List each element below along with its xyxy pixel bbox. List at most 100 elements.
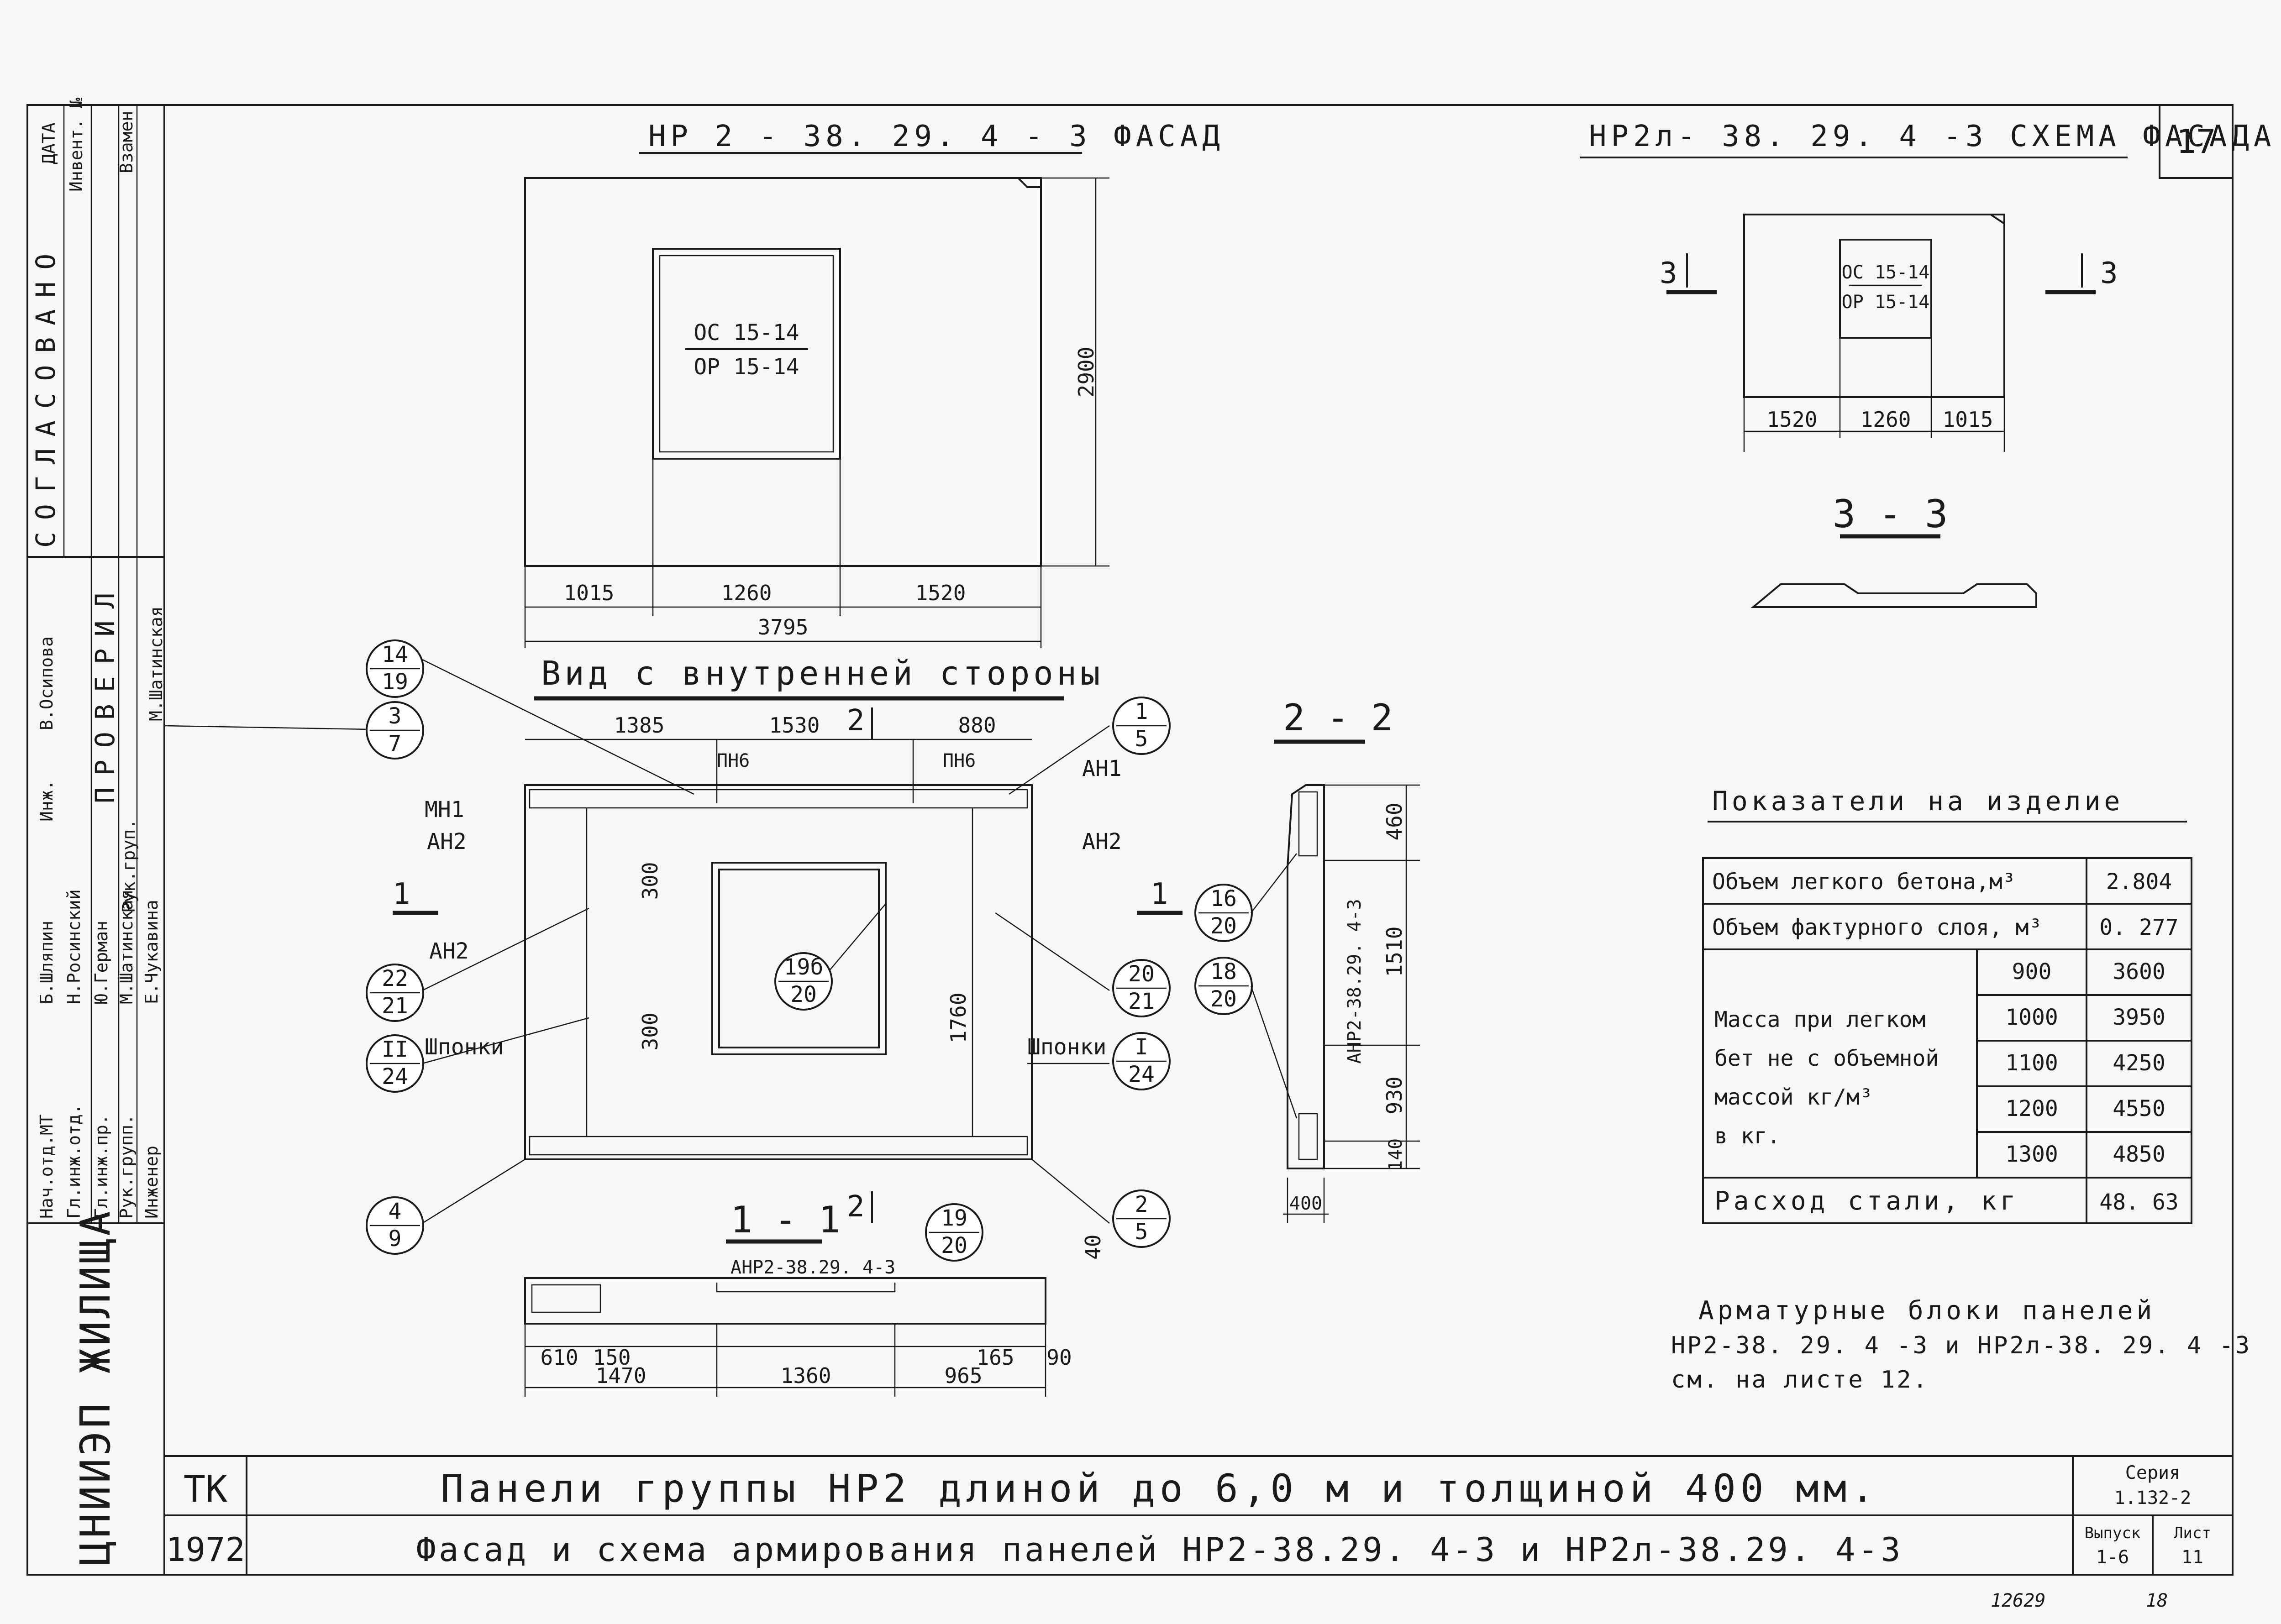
side-roles: Нач.отд.МТ Гл.инж.отд. Гл.инж.пр. Рук.гр… <box>37 1104 162 1219</box>
inner-window <box>711 862 887 1055</box>
inner-dim-3: 880 <box>958 713 996 738</box>
an2-label-b: АН2 <box>429 938 469 964</box>
svg-text:М.Шатинская: М.Шатинская <box>146 606 166 721</box>
bubble-3-7: 3 7 <box>366 701 424 760</box>
svg-text:19б: 19б <box>784 954 824 980</box>
svg-text:см. на листе 12.: см. на листе 12. <box>1671 1366 1929 1393</box>
inner-cut-mark: 2 <box>847 704 865 738</box>
svg-text:Рук.груп.: Рук.груп. <box>119 819 139 913</box>
bubble-II-24: II 24 <box>366 1034 424 1093</box>
svg-text:48. 63: 48. 63 <box>2099 1189 2178 1215</box>
svg-text:Рук.групп.: Рук.групп. <box>116 1114 137 1219</box>
section-1-1-profile <box>524 1277 1046 1325</box>
org-logo: ЦНИИЭП ЖИЛИЩА <box>72 1209 120 1566</box>
scheme-title: НР2л- 38. 29. 4 -3 СХЕМА ФАСАДА <box>1589 120 2276 153</box>
section-1-1-dim-610: 610 <box>540 1345 578 1370</box>
section-1-1-label: АНР2-38.29. 4-3 <box>731 1257 895 1278</box>
bubble-2-5: 2 5 <box>1112 1189 1171 1248</box>
scheme-window-label-bottom: ОР 15-14 <box>1842 292 1930 313</box>
svg-text:1300: 1300 <box>2005 1142 2058 1167</box>
dim-300-b: 300 <box>638 1012 662 1050</box>
svg-text:20: 20 <box>1128 961 1155 987</box>
bubble-1-5: 1 5 <box>1112 697 1171 755</box>
svg-text:Гл.инж.пр.: Гл.инж.пр. <box>91 1114 111 1219</box>
mass-row-1000: 1000 3950 <box>2005 1005 2165 1030</box>
mass-row-1200: 1200 4550 <box>2005 1096 2165 1121</box>
scheme-dim-2: 1260 <box>1861 407 1911 432</box>
mass-row-900: 900 3600 <box>2012 959 2165 985</box>
svg-text:Арматурные блоки панелей: Арматурные блоки панелей <box>1698 1296 2155 1325</box>
footer-left: 12629 <box>1991 1590 2045 1611</box>
sheet-number: 17 <box>2176 122 2216 161</box>
mass-row-1300: 1300 4850 <box>2005 1142 2165 1167</box>
bubble-4-9: 4 9 <box>366 1196 424 1255</box>
bubble-19b-20: 19б 20 <box>774 952 833 1011</box>
series-label: Серия <box>2125 1462 2180 1483</box>
sheet-number-box <box>2159 104 2234 179</box>
year-label: 1972 <box>166 1530 245 1569</box>
title-line-1: Панели группы НР2 длиной до 6,0 м и толщ… <box>441 1466 1879 1511</box>
svg-text:I: I <box>1135 1034 1148 1060</box>
inner-cut-left: 1 <box>393 877 410 911</box>
facade-total: 3795 <box>758 615 809 639</box>
inner-view-panel <box>524 784 1033 1160</box>
side-names: Б.Шляпин Н.Росинский Ю.Герман М.Шатинска… <box>37 889 162 1004</box>
scheme-dim-3: 1015 <box>1943 407 1993 432</box>
section-2-2-label: АНР2-38.29. 4-3 <box>1344 899 1365 1063</box>
svg-text:4850: 4850 <box>2113 1142 2165 1167</box>
svg-text:3: 3 <box>389 703 402 729</box>
bubble-16-20: 16 20 <box>1194 884 1253 942</box>
bubble-I-24: I 24 <box>1112 1032 1171 1090</box>
svg-text:24: 24 <box>382 1064 408 1090</box>
an1-label: АН1 <box>1082 756 1122 781</box>
svg-text:в кг.: в кг. <box>1714 1123 1781 1149</box>
note: Арматурные блоки панелей НР2-38. 29. 4 -… <box>1671 1296 2249 1393</box>
svg-text:20: 20 <box>790 982 817 1007</box>
svg-text:Н.Росинский: Н.Росинский <box>64 889 84 1004</box>
svg-text:1200: 1200 <box>2005 1096 2058 1121</box>
side-checked: ПРОВЕРИЛ <box>89 581 121 803</box>
svg-text:3600: 3600 <box>2113 959 2165 985</box>
bubble-18-20: 18 20 <box>1194 957 1253 1015</box>
section-1-1-dim-965: 965 <box>944 1363 982 1388</box>
svg-text:3950: 3950 <box>2113 1005 2165 1030</box>
pn6-right-label: ПН6 <box>943 750 976 771</box>
svg-text:19: 19 <box>382 669 408 695</box>
inner-view-title: Вид с внутренней стороны <box>541 654 1104 692</box>
inner-cut-right: 1 <box>1151 877 1168 911</box>
side-agreed: СОГЛАСОВАНО <box>30 242 61 548</box>
dim-1760: 1760 <box>946 993 971 1043</box>
an2-label-a: АН2 <box>427 829 467 854</box>
svg-text:900: 900 <box>2012 959 2052 985</box>
indicator-row-2: Объем фактурного слоя, м³ 0. 277 <box>1712 915 2179 940</box>
sheet-label: Лист <box>2174 1524 2211 1542</box>
section-1-1-dim-150: 150 <box>593 1345 631 1370</box>
steel-row: Расход стали, кг 48. 63 <box>1714 1186 2179 1216</box>
svg-text:Е.Чукавина: Е.Чукавина <box>142 900 162 1004</box>
section-3-3-title: 3 - 3 <box>1833 492 1948 536</box>
svg-text:В.Осипова: В.Осипова <box>37 636 57 730</box>
section-3-3-profile <box>1750 583 2037 608</box>
facade-window-label-top: ОС 15-14 <box>694 320 799 346</box>
section-2-2-profile <box>1287 784 1325 1169</box>
section-2-2-dim-930: 930 <box>1382 1076 1407 1114</box>
svg-text:5: 5 <box>1135 1219 1148 1245</box>
svg-text:Гл.инж.отд.: Гл.инж.отд. <box>64 1104 84 1219</box>
mass-row-1100: 1100 4250 <box>2005 1050 2165 1076</box>
section-1-1-dim-1470: 1470 <box>596 1363 646 1388</box>
title-line-2: Фасад и схема армирования панелей НР2-38… <box>416 1530 1903 1569</box>
issue-label: Выпуск <box>2085 1524 2141 1542</box>
side-inv: Инвент. № <box>66 98 86 192</box>
svg-text:Масса при легком: Масса при легком <box>1714 1007 1925 1032</box>
tk-label: ТК <box>184 1468 227 1510</box>
section-2-2-dim-460: 460 <box>1382 802 1407 840</box>
svg-text:II: II <box>382 1037 408 1062</box>
scheme-cut-left: 3 <box>1660 257 1677 290</box>
bubble-20-21: 20 21 <box>1112 959 1171 1017</box>
section-2-2-dim-1510: 1510 <box>1382 927 1407 977</box>
svg-text:19: 19 <box>941 1205 967 1231</box>
dim-300-a: 300 <box>638 862 662 900</box>
svg-text:20: 20 <box>1210 913 1237 939</box>
svg-text:0. 277: 0. 277 <box>2099 915 2178 940</box>
